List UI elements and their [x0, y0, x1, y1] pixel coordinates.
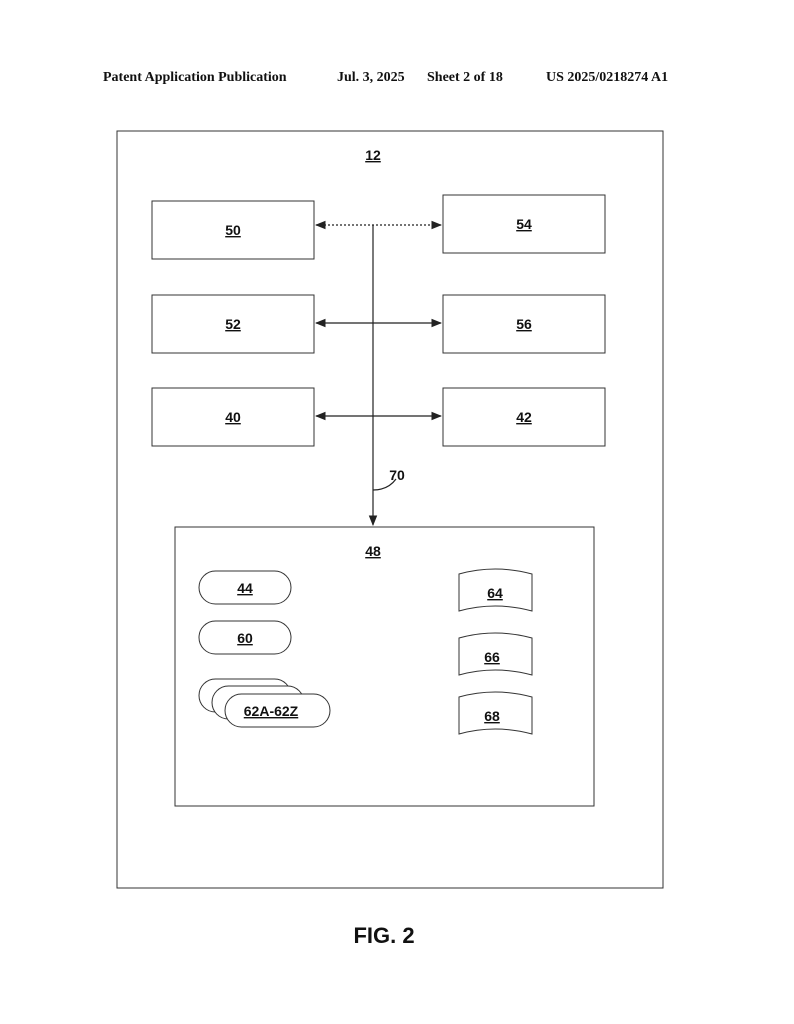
- module-label-62a-62z: 62A-62Z: [244, 703, 299, 719]
- publication-type: Patent Application Publication: [103, 70, 287, 85]
- module-44: [198, 570, 292, 605]
- component-box-56: [442, 294, 606, 354]
- storage-label: 48: [365, 543, 381, 559]
- data-store-66: [458, 632, 533, 676]
- component-box-42: [442, 387, 606, 447]
- channel-label: 70: [389, 467, 405, 483]
- component-label-50: 50: [225, 222, 241, 238]
- data-store-64: [458, 568, 533, 612]
- module-62a-62z: [224, 693, 331, 728]
- module-label-44: 44: [237, 580, 253, 596]
- data-store-68: [458, 691, 533, 735]
- component-label-52: 52: [225, 316, 241, 332]
- data-store-label-68: 68: [484, 708, 500, 724]
- page-header: Patent Application Publication Jul. 3, 2…: [0, 70, 794, 88]
- publication-date: Jul. 3, 2025: [337, 70, 405, 85]
- channel-leader-line: [372, 478, 397, 491]
- data-store-label-64: 64: [487, 585, 503, 601]
- device-label: 12: [365, 147, 381, 163]
- component-box-52: [151, 294, 315, 354]
- component-box-40: [151, 387, 315, 447]
- data-store-label-66: 66: [484, 649, 500, 665]
- component-box-50: [151, 200, 315, 260]
- publication-number: US 2025/0218274 A1: [546, 70, 669, 85]
- component-box-54: [442, 194, 606, 254]
- component-label-56: 56: [516, 316, 532, 332]
- component-label-40: 40: [225, 409, 241, 425]
- figure-caption: FIG. 2: [353, 923, 414, 948]
- module-label-60: 60: [237, 630, 253, 646]
- component-label-54: 54: [516, 216, 532, 232]
- component-label-42: 42: [516, 409, 532, 425]
- module-60: [198, 620, 292, 655]
- sheet-number: Sheet 2 of 18: [427, 70, 503, 85]
